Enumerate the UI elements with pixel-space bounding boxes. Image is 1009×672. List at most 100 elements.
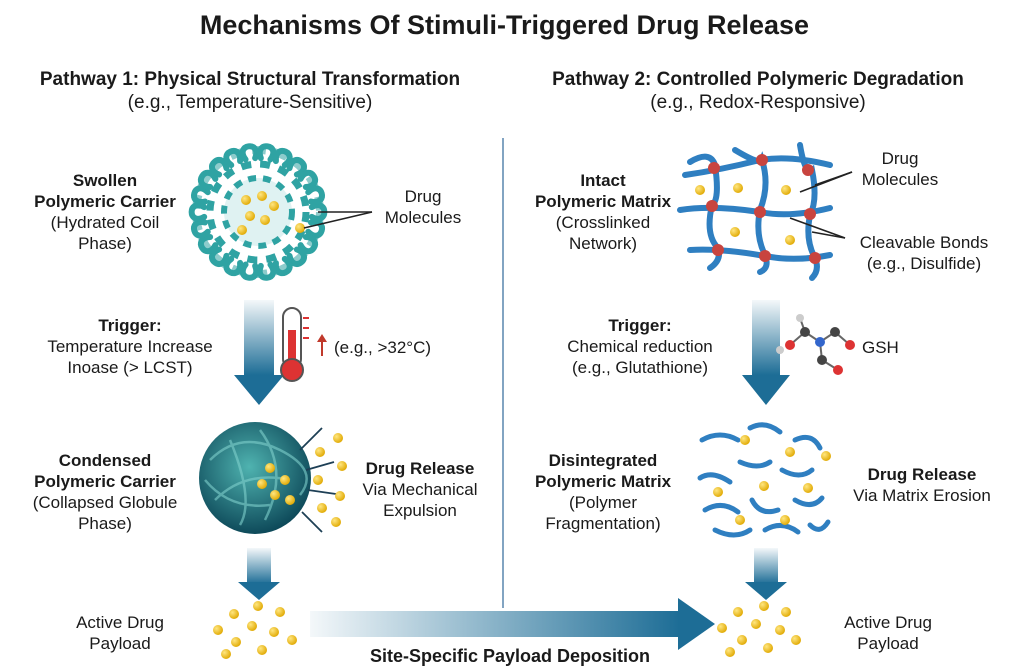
polymer-loop (191, 219, 211, 239)
polymer-loop (297, 233, 319, 255)
polymer-loop (197, 233, 219, 255)
pathway2-header: Pathway 2: Controlled Polymeric Degradat… (508, 68, 1008, 114)
payload-dots-left (213, 601, 297, 659)
label-line: Drug (881, 149, 919, 168)
page-title: Mechanisms Of Stimuli-Triggered Drug Rel… (199, 10, 810, 40)
label-desc: (Hydrated Coil (50, 213, 160, 232)
label-line: Cleavable Bonds (859, 233, 989, 252)
drug-pointer-lines-1 (303, 211, 373, 229)
drug-pointer-lines-2 (789, 171, 853, 239)
polymer-loop (223, 255, 244, 276)
center-divider (502, 138, 504, 608)
pathway2-subheading: (e.g., Redox-Responsive) (650, 92, 866, 113)
trigger-label-1: Trigger: Temperature Increase Inoase (> … (0, 315, 260, 378)
polymer-loop (286, 246, 307, 267)
drug-molecules-label-2: Drug Molecules (850, 148, 950, 190)
label-desc: Network) (568, 234, 637, 253)
pathway2-heading: Pathway 2: Controlled Polymeric Degradat… (552, 69, 964, 90)
polymer-loop (256, 261, 277, 281)
label-desc: (Polymer (568, 493, 637, 512)
label-line: Active Drug (844, 613, 932, 632)
trigger-label-2: Trigger: Chemical reduction (e.g., Gluta… (530, 315, 750, 378)
down-arrow-icon (745, 548, 787, 600)
label-title: Polymeric Matrix (534, 472, 672, 491)
active-payload-label-1: Active Drug Payload (50, 612, 190, 654)
label-line: Chemical reduction (567, 337, 713, 356)
label-title: Trigger: (98, 316, 162, 335)
pathway1-heading: Pathway 1: Physical Structural Transform… (39, 69, 461, 90)
network-drug-dots (695, 183, 795, 245)
label-title: Polymeric Matrix (534, 192, 672, 211)
polymer-loop (272, 255, 293, 276)
thermometer-icon (280, 307, 309, 382)
payload-dots-right (717, 601, 801, 657)
cleavable-bonds-label: Cleavable Bonds (e.g., Disulfide) (840, 232, 1008, 274)
condensed-carrier-label: Condensed Polymeric Carrier (Collapsed G… (0, 450, 210, 534)
pathway1-header: Pathway 1: Physical Structural Transform… (0, 68, 500, 114)
label-title: Trigger: (608, 316, 672, 335)
polymer-loop (191, 185, 211, 205)
up-arrow-icon (317, 334, 327, 356)
down-arrow-icon (742, 300, 790, 405)
gsh-label: GSH (862, 338, 899, 357)
network-nodes (706, 154, 821, 264)
label-line: Payload (857, 634, 919, 653)
polymer-loop (305, 219, 325, 239)
polymer-loop (297, 169, 319, 191)
label-title: Polymeric Carrier (34, 192, 176, 211)
down-arrow-icon (238, 548, 280, 600)
disintegrated-matrix-label: Disintegrated Polymeric Matrix (Polymer … (508, 450, 698, 534)
label-line: Expulsion (383, 501, 457, 520)
label-title: Intact (580, 171, 626, 190)
label-line: Active Drug (76, 613, 164, 632)
label-line: Molecules (384, 208, 462, 227)
label-desc: Phase) (78, 234, 132, 253)
label-line: Via Matrix Erosion (853, 486, 991, 505)
drug-release-label-2: Drug Release Via Matrix Erosion (836, 464, 1008, 506)
pathway1-subheading: (e.g., Temperature-Sensitive) (127, 92, 373, 113)
label-desc: Phase) (78, 514, 132, 533)
label-line: Inoase (> LCST) (67, 358, 193, 377)
intact-matrix-label: Intact Polymeric Matrix (Crosslinked Net… (508, 170, 698, 254)
temperature-note: (e.g., >32°C) (334, 338, 432, 357)
fragment-drug-dots (713, 435, 831, 525)
polymer-loop (197, 169, 219, 191)
label-line: Temperature Increase (47, 337, 213, 356)
label-title: Swollen (72, 171, 138, 190)
polymer-loop (223, 148, 244, 169)
label-title: Drug Release (867, 465, 977, 484)
label-line: Molecules (861, 170, 939, 189)
label-desc: Fragmentation) (545, 514, 661, 533)
label-title: Condensed (58, 451, 152, 470)
label-line: Payload (89, 634, 151, 653)
expulsion-rays (299, 427, 337, 533)
polymer-loop (256, 143, 277, 163)
polymer-loop (209, 157, 230, 178)
label-title: Polymeric Carrier (34, 472, 176, 491)
condensed-carrier-icon (199, 422, 311, 534)
drug-release-label-1: Drug Release Via Mechanical Expulsion (340, 458, 500, 521)
molecule-icon (776, 314, 855, 375)
polymer-loop (209, 246, 230, 267)
label-line: (e.g., Disulfide) (866, 254, 982, 273)
label-line: (e.g., Glutathione) (571, 358, 709, 377)
polymer-loop (305, 185, 325, 205)
polymer-loop (188, 202, 208, 222)
label-line: Via Mechanical (362, 480, 478, 499)
label-title: Disintegrated (548, 451, 658, 470)
swollen-carrier-label: Swollen Polymeric Carrier (Hydrated Coil… (0, 170, 210, 254)
fragmented-polymer-icon (697, 422, 831, 538)
site-specific-deposition-label: Site-Specific Payload Deposition (369, 646, 651, 666)
right-arrow-icon (310, 598, 715, 650)
label-desc: (Crosslinked (555, 213, 651, 232)
polymer-loop (239, 261, 260, 281)
polymer-loop (286, 157, 307, 178)
label-line: Drug (404, 187, 442, 206)
swollen-carrier-icon (188, 143, 328, 281)
active-payload-label-2: Active Drug Payload (818, 612, 958, 654)
released-drug-dots-1 (313, 433, 347, 527)
down-arrow-icon (234, 300, 284, 405)
label-title: Drug Release (365, 459, 475, 478)
polymer-loop (272, 148, 293, 169)
